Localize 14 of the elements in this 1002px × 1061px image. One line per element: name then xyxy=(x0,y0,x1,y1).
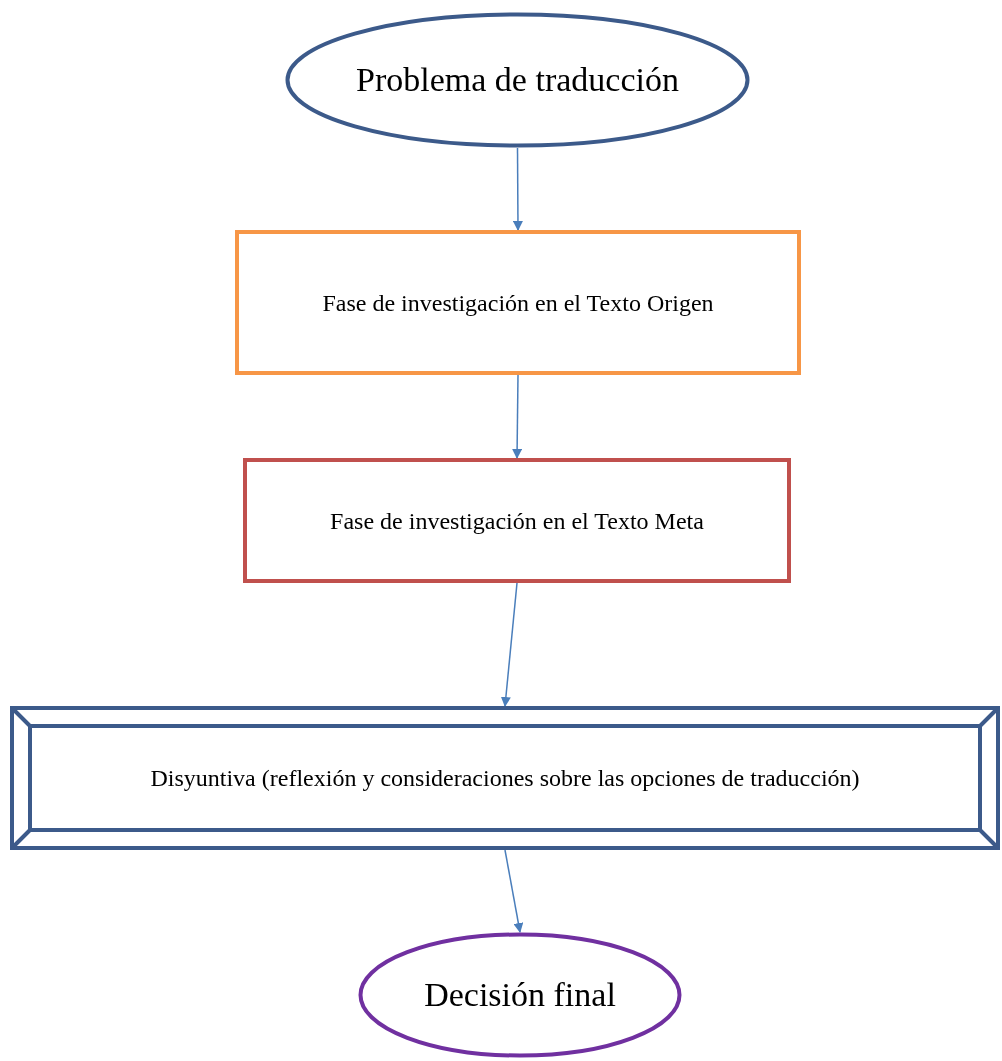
arrow xyxy=(512,147,523,231)
node-label: Disyuntiva (reflexión y consideraciones sobre las opciones de traducción) xyxy=(150,764,860,793)
arrow xyxy=(504,849,524,933)
end-ellipse xyxy=(358,932,682,1058)
node-label: Fase de investigación en el Texto Origen xyxy=(322,288,714,318)
process-box xyxy=(235,230,801,375)
node-label: Decisión final xyxy=(424,974,616,1015)
process-box xyxy=(243,458,791,583)
node-label: Fase de investigación en el Texto Meta xyxy=(330,506,704,536)
arrow xyxy=(500,582,518,707)
node-label: Problema de traducción xyxy=(356,59,679,100)
arrow xyxy=(512,374,523,459)
start-ellipse xyxy=(285,12,750,148)
bevel-box xyxy=(10,706,1000,850)
